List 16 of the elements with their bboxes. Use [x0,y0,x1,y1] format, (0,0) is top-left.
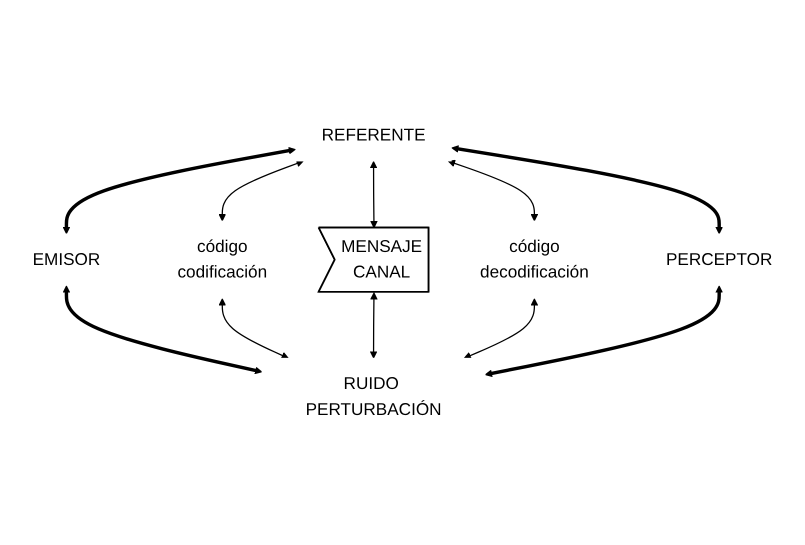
arrow [484,285,723,378]
node-text: REFERENTE [322,126,426,145]
node-text: RUIDO PERTURBACIÓN [306,374,442,420]
arrow [218,160,304,222]
node-text: PERCEPTOR [666,250,772,270]
arrow [62,146,296,234]
arrow [370,292,378,359]
arrow [218,298,289,359]
node-text: EMISOR [32,250,100,270]
arrow [451,145,723,234]
arrow [448,160,538,222]
node-text: código codificación [177,237,268,282]
node-text: código decodificación [480,237,589,282]
arrow [62,285,262,374]
arrow [464,298,538,360]
arrow [370,161,378,228]
